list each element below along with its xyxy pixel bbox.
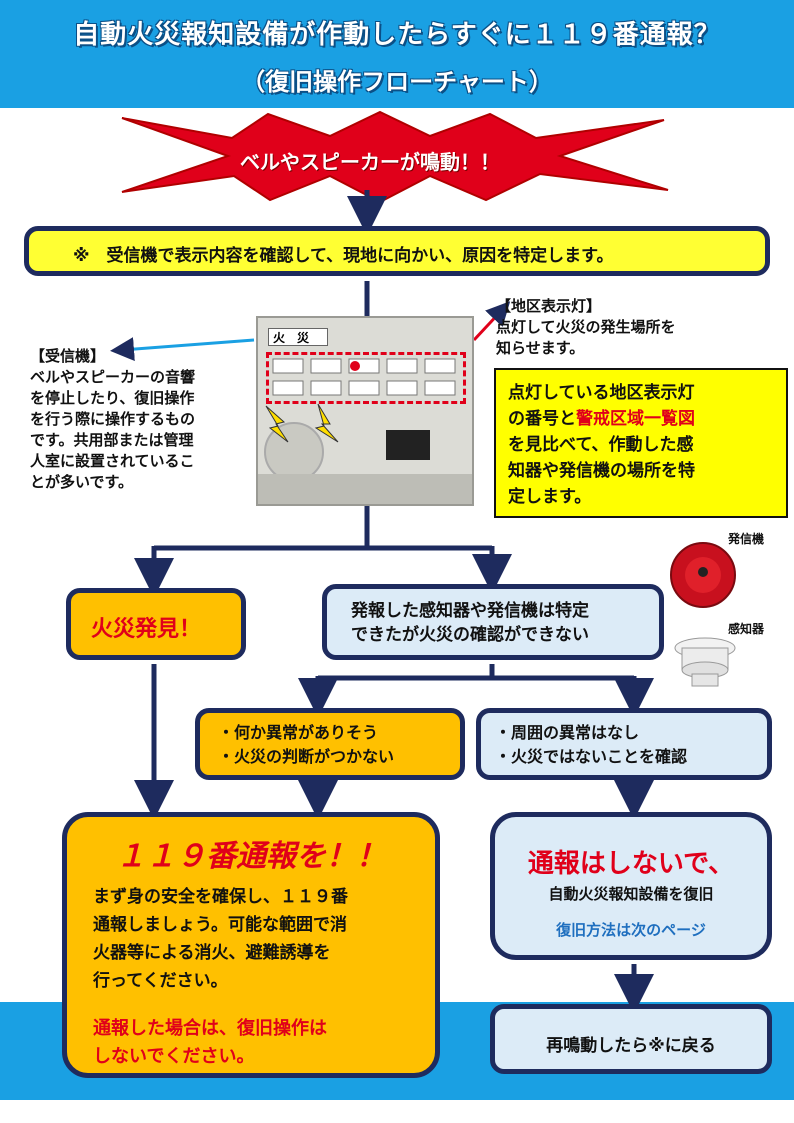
transmitter-label: 発信機 (728, 532, 765, 546)
page-title: 自動火災報知設備が作動したらすぐに１１９番通報？ (73, 20, 721, 50)
note-line: の番号と警戒区域一覧図 (508, 406, 774, 432)
receiver-panel-image: 火 災 (256, 316, 474, 506)
box-line: ・火災ではないことを確認 (495, 747, 688, 766)
note-line: 定します。 (508, 487, 592, 507)
confirm-step-box: ※ 受信機で表示内容を確認して、現地に向かい、原因を特定します。 (24, 226, 770, 276)
box-line: 発報した感知器や発信機は特定 (351, 601, 589, 621)
box-line: できたが火災の確認ができない (351, 625, 589, 645)
note-line: 点灯している地区表示灯 (508, 383, 695, 403)
zone-lamps (272, 358, 456, 396)
receiver-desc-line: です。共用部または管理 (30, 431, 194, 449)
warning-line: 通報した場合は、復旧操作は (93, 1018, 327, 1039)
receiver-desc-line: とが多いです。 (30, 473, 134, 491)
zone-lamp-desc-line: 知らせます。 (496, 339, 585, 357)
zone-lamp-highlight (266, 352, 466, 404)
receiver-description: 【受信機】 ベルやスピーカーの音響 を停止したり、復旧操作 を行う際に操作するも… (30, 346, 250, 493)
call-119-warning: 通報した場合は、復旧操作は しないでください。 (93, 1015, 423, 1071)
receiver-label: 【受信機】 (30, 347, 106, 365)
transmitter-icon (670, 542, 736, 608)
receiver-desc-line: を停止したり、復旧操作 (30, 389, 195, 407)
receiver-desc-line: 人室に設置されているこ (30, 452, 195, 470)
header-banner (0, 0, 794, 108)
no-abnormality-box: ・周囲の異常はなし ・火災ではないことを確認 (476, 708, 772, 780)
panel-fire-label: 火 災 (268, 328, 328, 346)
panel-switches (258, 474, 472, 504)
detector-icon (674, 637, 736, 687)
page-subtitle: （復旧操作フローチャート） (241, 68, 553, 96)
lit-zone-lamp (350, 361, 360, 371)
call-119-box: １１９番通報を！！ まず身の安全を確保し、１１９番 通報しましょう。可能な範囲で… (62, 812, 440, 1078)
zone-lamp-label: 【地区表示灯】 (496, 297, 602, 315)
alarm-burst-text: ベルやスピーカーが鳴動！！ (240, 150, 500, 174)
abnormal-suspected-box: ・何か異常がありそう ・火災の判断がつかない (195, 708, 465, 780)
panel-display (386, 430, 430, 460)
fire-found-box: 火災発見！ (66, 588, 246, 660)
box-line: ・何か異常がありそう (218, 723, 379, 742)
zone-map-reference: 警戒区域一覧図 (576, 409, 695, 429)
zone-identification-note: 点灯している地区表示灯 の番号と警戒区域一覧図 を見比べて、作動した感 知器や発… (494, 368, 788, 518)
call-119-body: まず身の安全を確保し、１１９番 通報しましょう。可能な範囲で消 火器等による消火… (93, 883, 423, 995)
restore-method-link[interactable]: 復旧方法は次のページ (556, 921, 706, 939)
receiver-desc-line: ベルやスピーカーの音響 (30, 368, 196, 386)
detector-label: 感知器 (728, 622, 765, 636)
speaker-icon (264, 422, 324, 482)
zone-lamp-description: 【地区表示灯】 点灯して火災の発生場所を 知らせます。 (496, 296, 756, 359)
box-line: ・火災の判断がつかない (218, 747, 395, 766)
box-line: ・周囲の異常はなし (495, 723, 640, 742)
note-line: を見比べて、作動した感 (508, 435, 694, 455)
zone-lamp-desc-line: 点灯して火災の発生場所を (496, 318, 676, 336)
body-line: 行ってください。 (93, 971, 228, 991)
sound-lightning-icon (265, 403, 339, 443)
note-text: の番号と (508, 409, 576, 429)
detected-not-confirmed-box: 発報した感知器や発信機は特定 できたが火災の確認ができない (322, 584, 664, 660)
body-line: 通報しましょう。可能な範囲で消 (93, 915, 347, 935)
body-line: 火器等による消火、避難誘導を (93, 943, 331, 963)
repeat-alarm-box: 再鳴動したら※に戻る (490, 1004, 772, 1074)
no-report-subtitle: 自動火災報知設備を復旧 (548, 885, 714, 903)
note-line: 知器や発信機の場所を特 (508, 461, 695, 481)
alarm-burst-shape (121, 110, 669, 204)
body-line: まず身の安全を確保し、１１９番 (93, 887, 348, 907)
no-report-title: 通報はしないで、 (527, 849, 735, 879)
no-report-box: 通報はしないで、 自動火災報知設備を復旧 復旧方法は次のページ (490, 812, 772, 960)
receiver-desc-line: を行う際に操作するもの (30, 410, 196, 428)
call-119-title: １１９番通報を！！ (116, 839, 386, 874)
warning-line: しないでください。 (93, 1046, 255, 1067)
